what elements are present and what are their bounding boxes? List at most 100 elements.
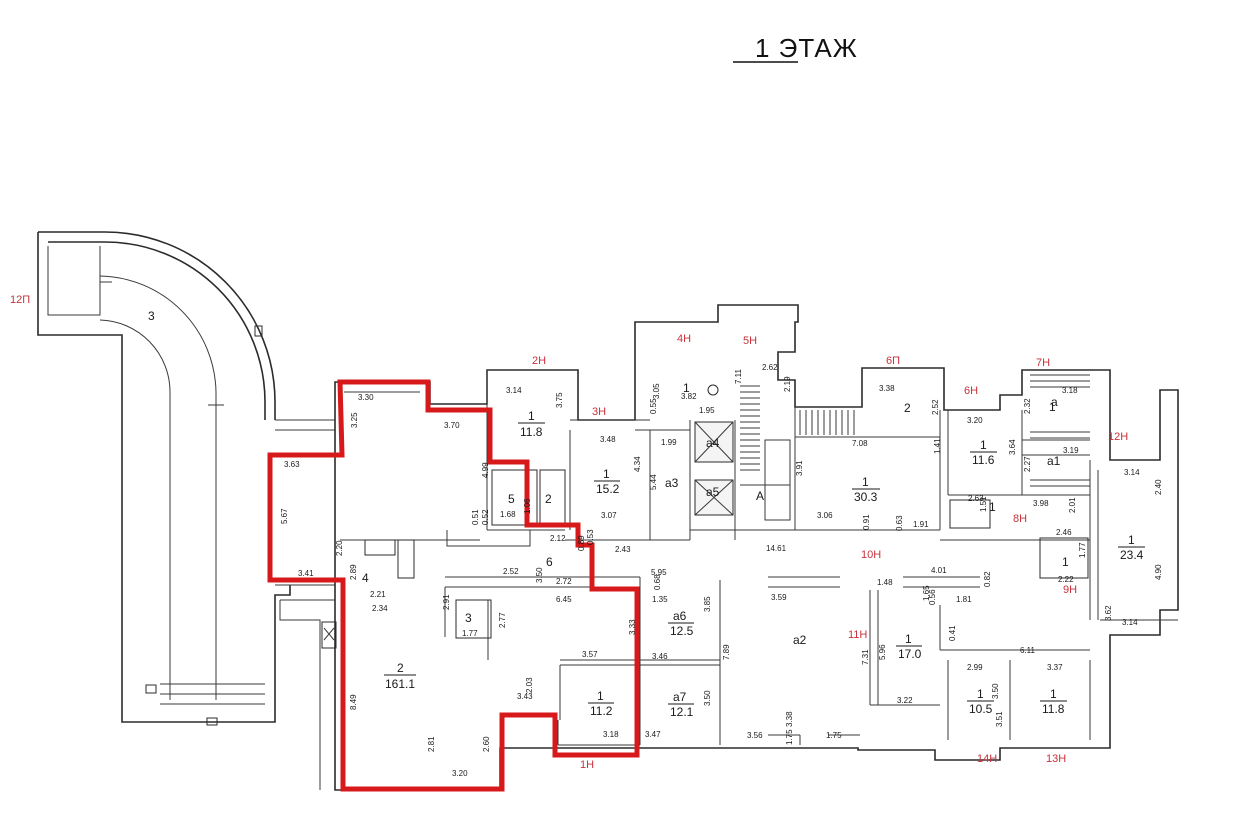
- dimension-label: 7.08: [852, 439, 868, 448]
- dimension-label: 2.12: [550, 534, 566, 543]
- floor-title-text: 1 ЭТАЖ: [755, 33, 858, 63]
- room-number: а7: [673, 690, 687, 704]
- dimension-label: 3.25: [350, 412, 359, 428]
- dimension-label: 2.21: [370, 590, 386, 599]
- room-number: а: [1051, 395, 1058, 409]
- dimension-label: 6.11: [1020, 646, 1036, 655]
- dimension-label: 0.41: [948, 625, 957, 641]
- dimension-label: 5.96: [878, 644, 887, 660]
- dimension-label: 5.95: [651, 568, 667, 577]
- room-area: 17.0: [898, 647, 922, 661]
- room-number: а2: [793, 633, 807, 647]
- room-number: 4: [362, 571, 369, 585]
- dimension-label: 3.14: [506, 386, 522, 395]
- dimension-label: 2.22: [1058, 575, 1074, 584]
- dimension-label: 3.38: [879, 384, 895, 393]
- dimension-label: 3.75: [555, 392, 564, 408]
- dimension-label: 0.56: [928, 589, 937, 605]
- dimension-label: 1.51: [979, 496, 988, 512]
- unit-tag: 9Н: [1063, 584, 1077, 596]
- room-number: 6: [546, 555, 553, 569]
- dimension-label: 1.06: [523, 498, 532, 514]
- room-number: 1: [1062, 555, 1069, 569]
- room-number: 1: [683, 381, 690, 395]
- dimension-label: 3.19: [1063, 446, 1079, 455]
- dimension-label: 0.53: [586, 529, 595, 545]
- dimension-label: 14.61: [766, 544, 787, 553]
- dimension-label: 5.44: [649, 474, 658, 490]
- unit-tag: 5Н: [743, 335, 757, 347]
- dimension-label: 2.32: [1023, 398, 1032, 414]
- room-number: 1: [603, 467, 610, 481]
- dimension-label: 3.38: [785, 711, 794, 727]
- dimension-label: 1.77: [1078, 542, 1087, 558]
- unit-tag: 4Н: [677, 333, 691, 345]
- dimension-label: 2.52: [931, 399, 940, 415]
- room-area: 11.6: [972, 453, 995, 467]
- unit-tag: 3Н: [592, 406, 606, 418]
- dimension-label: 4.01: [931, 566, 947, 575]
- dimension-label: 3.18: [1062, 386, 1078, 395]
- room-area: 12.5: [670, 624, 694, 638]
- room-number: 3: [148, 309, 155, 323]
- dimension-label: 0.52: [481, 509, 490, 525]
- room-area: 10.5: [969, 702, 993, 716]
- room-area: 30.3: [854, 490, 878, 504]
- floor-title: 1 ЭТАЖ: [733, 33, 858, 63]
- dimension-label: 2.52: [503, 567, 519, 576]
- unit-tag: 14Н: [977, 753, 997, 765]
- unit-tag: 12Н: [1108, 431, 1128, 443]
- dimension-label: 0.63: [895, 515, 904, 531]
- room-number: а3: [665, 476, 679, 490]
- dimension-label: 3.85: [703, 596, 712, 612]
- dimension-label: 3.63: [284, 460, 300, 469]
- room-number: а1: [1047, 454, 1061, 468]
- unit-tag: 11Н: [848, 629, 867, 641]
- room-area: 11.2: [590, 704, 613, 718]
- dimension-label: 3.51: [995, 711, 1004, 727]
- dimension-label: 6.45: [556, 595, 572, 604]
- room-number: 1: [862, 475, 869, 489]
- unit-tags: 12П 2Н 3Н 4Н 5Н 6П 6Н 7Н 12Н 8Н 10Н 11Н …: [10, 294, 1128, 771]
- main-building: [334, 304, 1179, 791]
- dimension-label: 2.03: [525, 677, 534, 693]
- dimension-label: 3.41: [298, 569, 314, 578]
- room-number: 2: [397, 661, 404, 675]
- dimension-label: 2.34: [372, 604, 388, 613]
- dimension-label: 0.51: [471, 509, 480, 525]
- dimension-label: 3.06: [817, 511, 833, 520]
- room-number: А: [756, 489, 764, 503]
- dimension-label: 7.31: [861, 649, 870, 665]
- unit-tag: 12П: [10, 294, 30, 306]
- dimension-label: 2.81: [427, 736, 436, 752]
- room-area: 23.4: [1120, 548, 1144, 562]
- room-number: а4: [706, 436, 720, 450]
- dimension-label: 7.11: [734, 368, 743, 384]
- dimension-label: 3.62: [1104, 605, 1113, 621]
- dimension-label: 3.37: [1047, 663, 1063, 672]
- dimension-label: 3.18: [603, 730, 619, 739]
- dimension-label: 1.48: [877, 578, 893, 587]
- dimension-label: 3.50: [703, 690, 712, 706]
- dimension-label: 1.95: [699, 406, 715, 415]
- dimension-label: 2.43: [615, 545, 631, 554]
- dimension-label: 3.47: [645, 730, 661, 739]
- dimension-label: 3.46: [652, 652, 668, 661]
- dimension-label: 0.55: [649, 398, 658, 414]
- dimension-label: 7.89: [722, 644, 731, 660]
- dimension-label: 0.68: [653, 574, 662, 590]
- dimension-label: 2.77: [498, 612, 507, 628]
- dimension-label: 1.81: [956, 595, 972, 604]
- dimension-label: 0.89: [577, 535, 586, 551]
- room-area: 15.2: [596, 482, 620, 496]
- dimension-label: 2.99: [967, 663, 983, 672]
- dimension-label: 2.20: [335, 540, 344, 556]
- dimension-label: 3.59: [771, 593, 787, 602]
- dimension-label: 3.70: [444, 421, 460, 430]
- dimension-label: 3.91: [795, 460, 804, 476]
- room-area: 12.1: [670, 705, 694, 719]
- dimension-label: 0.82: [983, 571, 992, 587]
- dimension-label: 3.64: [1008, 439, 1017, 455]
- dimension-label: 3.56: [747, 731, 763, 740]
- dimension-label: 1.41: [933, 438, 942, 454]
